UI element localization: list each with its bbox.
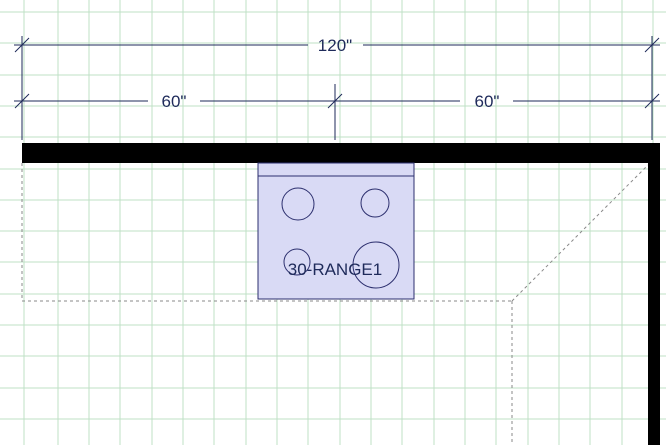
counter-outline: [21, 163, 649, 445]
wall-right[interactable]: [648, 143, 660, 445]
burner-back-right-icon: [360, 188, 390, 218]
burner-front-left-icon: [283, 248, 311, 276]
walls: [22, 143, 660, 445]
range-appliance[interactable]: 30-RANGE1: [257, 162, 415, 300]
burner-back-left-icon: [281, 187, 315, 221]
dimension-tick: [644, 93, 660, 109]
dimension-label-right: 60": [475, 92, 500, 111]
dimension-label-left: 60": [162, 92, 187, 111]
dimension-annotations: [14, 36, 660, 140]
dimension-tick: [327, 93, 343, 109]
wall-top[interactable]: [22, 143, 658, 163]
corner-diagonal: [511, 164, 649, 302]
burner-front-right-icon: [352, 241, 400, 289]
dimension-label-overall: 120": [318, 36, 352, 55]
dimension-tick: [644, 37, 660, 53]
dimension-tick: [14, 93, 30, 109]
dimension-tick: [14, 37, 30, 53]
range-label: 30-RANGE1: [288, 260, 382, 279]
range-body[interactable]: [257, 162, 415, 300]
